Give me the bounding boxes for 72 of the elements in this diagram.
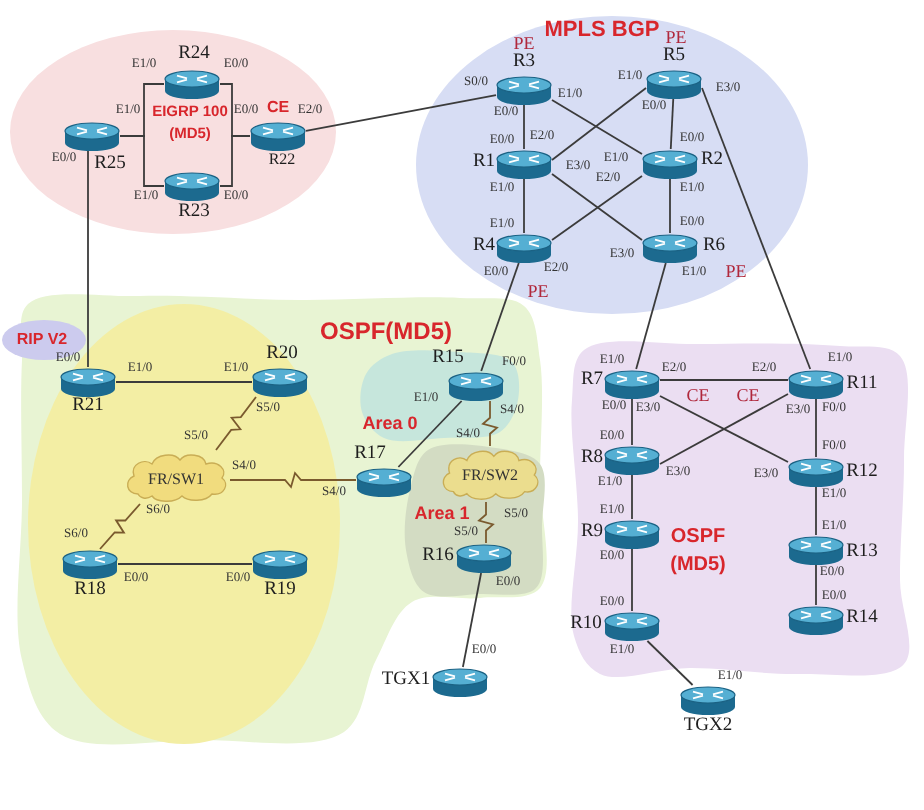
link-line [523, 104, 525, 150]
switch-label: FR/SW1 [148, 470, 204, 488]
router-label: R16 [422, 548, 454, 568]
router-label: R20 [266, 346, 298, 366]
link-line [631, 398, 633, 446]
router-label: R12 [846, 464, 878, 484]
area-title: Area 1 [414, 504, 470, 524]
link-line [646, 640, 694, 686]
link-line [815, 486, 817, 536]
router-label: R1 [472, 154, 496, 174]
link-line [631, 548, 633, 612]
router-label: R4 [472, 238, 496, 258]
domain-title: MPLS BGP [544, 20, 660, 44]
role-label: PE [527, 282, 549, 302]
role-label: CE [686, 386, 710, 406]
router-label: R13 [846, 544, 878, 564]
area-title: OSPF(MD5) [320, 319, 452, 345]
link-line [397, 400, 463, 468]
link-line [815, 398, 817, 458]
router-label: R10 [570, 616, 602, 636]
router-label: R17 [354, 446, 386, 466]
area-title: OSPF (MD5) [668, 524, 728, 580]
router-label: R22 [268, 151, 296, 169]
link-line [551, 87, 647, 161]
serial-link [99, 503, 141, 550]
link-line [631, 474, 633, 520]
link-line [117, 563, 253, 565]
link-line [115, 381, 253, 383]
link-line [551, 99, 643, 155]
router-label: R6 [702, 238, 726, 258]
serial-link [229, 471, 357, 489]
link-line [815, 564, 817, 606]
role-label: CE [266, 99, 290, 117]
router-label: R2 [700, 152, 724, 172]
router-label: R18 [74, 582, 106, 602]
router-label: R7 [580, 372, 604, 392]
router-label: R21 [72, 398, 104, 418]
link-line [462, 572, 482, 668]
role-label: PE [513, 33, 535, 53]
role-label: CE [736, 386, 760, 406]
router-label: R9 [580, 524, 604, 544]
link-line [219, 135, 251, 187]
router-label: R11 [846, 376, 878, 396]
router-label: R15 [432, 350, 464, 370]
role-label: PE [725, 262, 747, 282]
router-label: R14 [846, 610, 878, 630]
router-label: R8 [580, 450, 604, 470]
router-label: R23 [178, 204, 210, 224]
serial-link [215, 396, 257, 451]
link-line [305, 94, 497, 132]
router-label: R24 [178, 46, 210, 66]
serial-link [481, 400, 499, 447]
router-label: TGX1 [381, 672, 431, 692]
router-label: R5 [662, 48, 686, 68]
link-line [669, 178, 671, 234]
router-label: R3 [512, 54, 536, 74]
link-line [669, 98, 675, 150]
domain-title: RIP V2 [16, 330, 68, 348]
link-line [480, 262, 520, 372]
router-label: R19 [264, 582, 296, 602]
link-line [659, 379, 789, 381]
link-line [119, 135, 165, 187]
switch-label: FR/SW2 [462, 467, 518, 485]
link-line [635, 262, 667, 370]
router-label: R25 [94, 156, 126, 176]
link-line [87, 150, 89, 368]
role-label: PE [665, 28, 687, 47]
serial-link [477, 501, 495, 544]
link-line [523, 178, 525, 234]
router-label: TGX2 [683, 718, 733, 738]
link-line [701, 87, 812, 370]
area-title: Area 0 [362, 414, 418, 434]
